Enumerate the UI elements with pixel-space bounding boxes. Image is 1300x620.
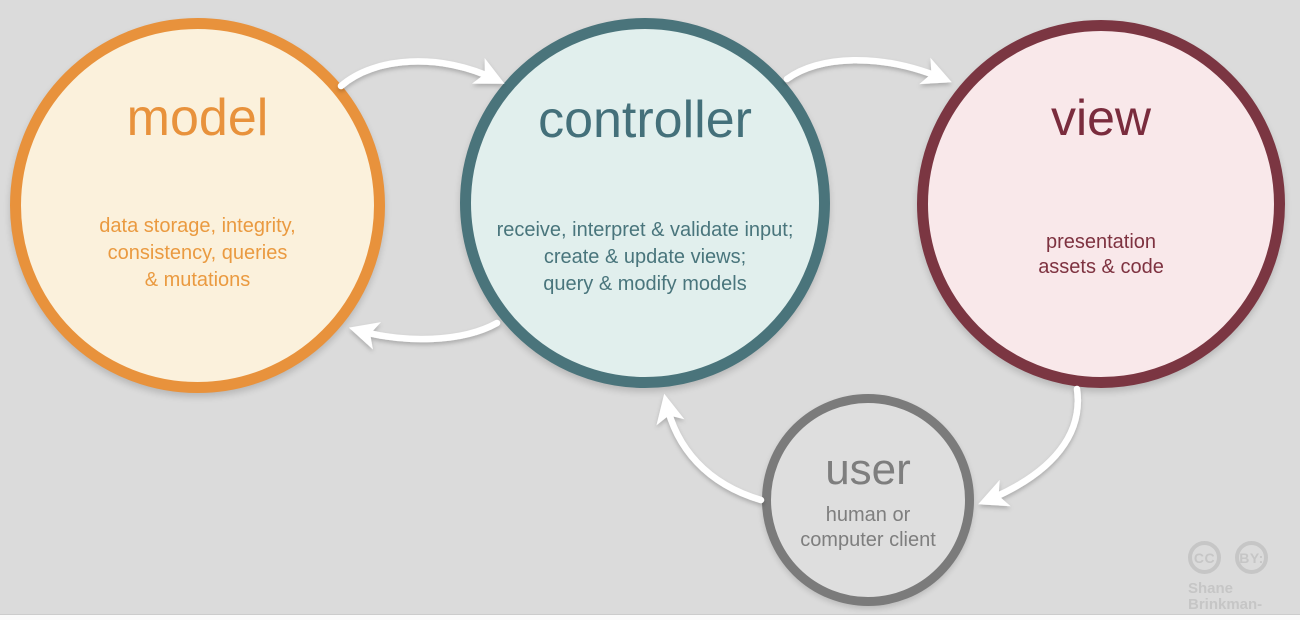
controller-description: receive, interpret & validate input; cre… — [496, 219, 794, 295]
view-description: presentation assets & code — [1038, 231, 1164, 278]
arrow-controller-to-view — [783, 57, 952, 85]
user-title: user — [825, 445, 911, 494]
by-badge-icon: BY: — [1235, 541, 1268, 574]
arrow-model-to-controller — [337, 58, 505, 90]
arrow-controller-to-model — [348, 319, 501, 350]
model-circle: model data storage, integrity, consisten… — [10, 18, 385, 393]
license-attribution: CC BY: Shane Brinkman-Davis — [1188, 541, 1300, 620]
controller-title: controller — [538, 91, 752, 149]
model-title: model — [126, 89, 269, 147]
controller-circle: controller receive, interpret & validate… — [460, 18, 830, 388]
arrow-view-to-user — [978, 385, 1082, 507]
bottom-edge-strip — [0, 614, 1300, 620]
cc-badge-icon: CC — [1188, 541, 1221, 574]
view-title: view — [1050, 90, 1152, 146]
view-circle: view presentation assets & code — [917, 20, 1285, 388]
arrow-user-to-controller — [656, 393, 765, 504]
user-circle: user human or computer client — [762, 394, 974, 606]
model-description: data storage, integrity, consistency, qu… — [99, 215, 296, 291]
license-badges: CC BY: — [1188, 541, 1300, 574]
user-description: human or computer client — [800, 504, 936, 551]
